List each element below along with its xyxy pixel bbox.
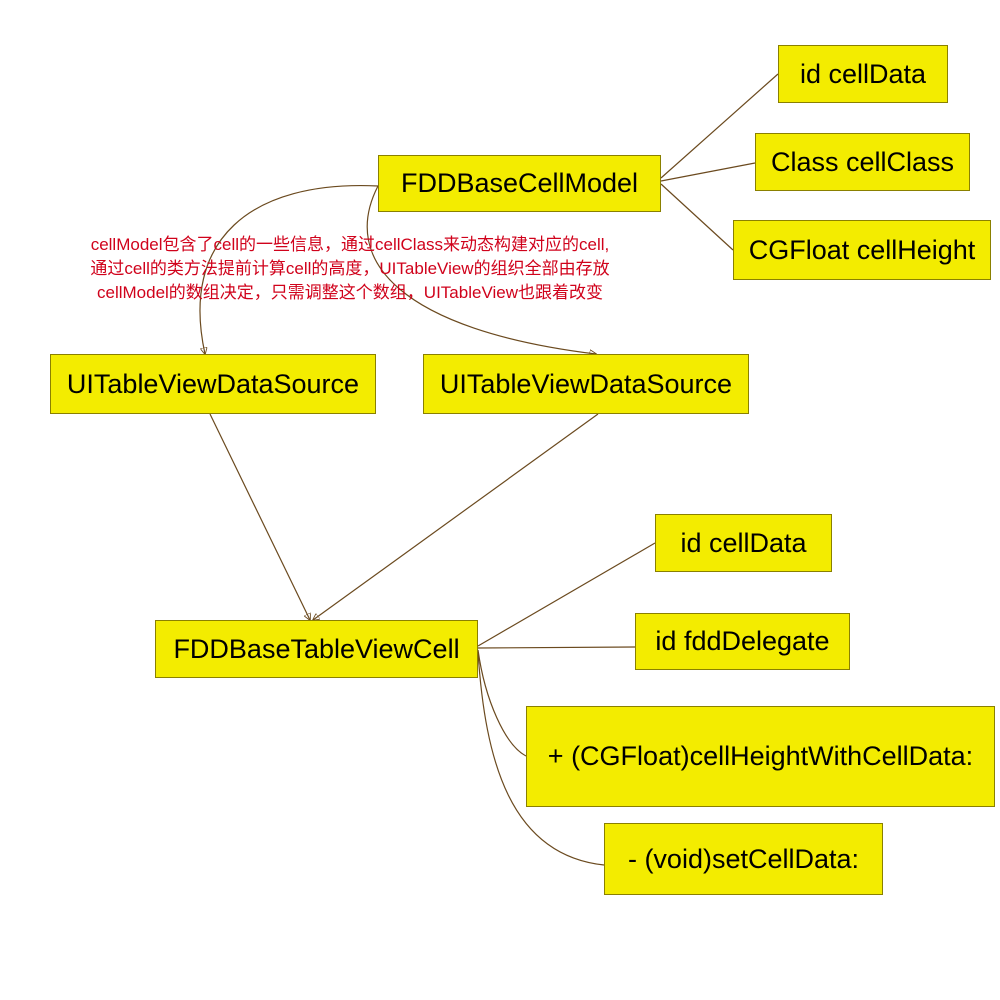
edge-cell-celldata	[477, 542, 656, 647]
cell-height-method-node: + (CGFloat)cellHeightWithCellData:	[526, 706, 995, 807]
model-cell-data-node: id cellData	[778, 45, 948, 103]
data-source-node-1: UITableViewDataSource	[50, 354, 376, 414]
edge-model-celldata	[660, 73, 779, 179]
edge-model-cellheight	[660, 183, 734, 251]
edge-datasource-2-cell	[313, 413, 599, 620]
edge-cell-heightmethod	[477, 649, 527, 757]
model-cell-height-node: CGFloat cellHeight	[733, 220, 991, 280]
fdd-base-table-view-cell-node: FDDBaseTableViewCell	[155, 620, 478, 678]
cell-delegate-node: id fddDelegate	[635, 613, 850, 670]
fdd-base-cell-model-node: FDDBaseCellModel	[378, 155, 661, 212]
annotation-line-3: cellModel的数组决定，只需调整这个数组，UITableView也跟着改变	[97, 283, 603, 302]
edge-model-datasource-2	[366, 185, 596, 354]
set-cell-data-method-node: - (void)setCellData:	[604, 823, 883, 895]
edge-cell-delegate	[477, 646, 636, 649]
edge-cell-setdata	[477, 651, 605, 866]
cell-cell-data-node: id cellData	[655, 514, 832, 572]
edge-datasource-1-cell	[209, 413, 310, 620]
annotation-line-1: cellModel包含了cell的一些信息，通过cellClass来动态构建对应…	[90, 235, 610, 254]
annotation-line-2: 通过cell的类方法提前计算cell的高度，UITableView的组织全部由存…	[90, 259, 610, 278]
edge-model-cellclass	[660, 162, 756, 182]
model-cell-class-node: Class cellClass	[755, 133, 970, 191]
edge-model-datasource-1	[199, 184, 379, 354]
data-source-node-2: UITableViewDataSource	[423, 354, 749, 414]
annotation-text: cellModel包含了cell的一些信息，通过cellClass来动态构建对应…	[0, 233, 700, 305]
